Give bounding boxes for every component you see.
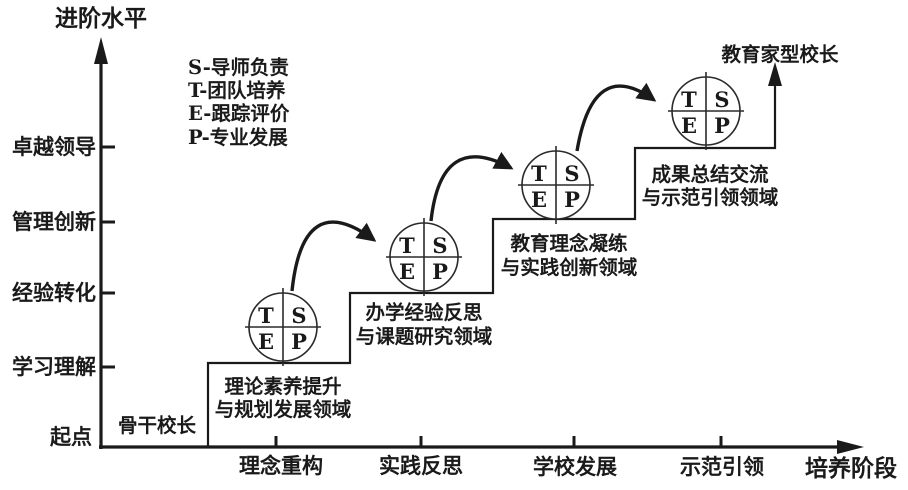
y-tick-label-experience-transformation: 经验转化 [12, 280, 96, 305]
step-label-1: 理论素养提升 与规划发展领域 [215, 375, 352, 421]
y-tick-label-start-point: 起点 [49, 424, 92, 449]
circle-letter-s: S [291, 303, 306, 328]
curved-arrow-2-icon [429, 151, 514, 222]
step-3-line-1: 教育理念凝练 [510, 232, 628, 255]
circle-letter-p: P [564, 187, 580, 212]
step-1-line-1: 理论素养提升 [224, 375, 341, 398]
y-axis [94, 37, 115, 449]
start-label-backbone-principal: 骨干校长 [118, 414, 197, 437]
circle-letter-t: T [399, 233, 415, 258]
x-axis-title: 培养阶段 [805, 455, 897, 482]
x-tick-label-demonstration-leading: 示范引领 [680, 454, 764, 479]
legend: S-导师负责 T-团队培养 E-跟踪评价 P-专业发展 [188, 56, 290, 149]
curved-arrow-1-icon [290, 220, 377, 292]
end-label-educator-principal: 教育家型校长 [721, 43, 839, 66]
step-label-2: 办学经验反思 与课题研究领域 [356, 301, 493, 348]
step-label-3: 教育理念凝练 与实践创新领域 [501, 232, 638, 279]
tsep-circle-4: T S E P [668, 72, 744, 150]
circle-letter-e: E [258, 329, 274, 354]
legend-item-t: T-团队培养 [188, 79, 286, 102]
step-4-line-2: 与示范引领领域 [642, 186, 779, 209]
circle-letter-s: S [564, 161, 579, 186]
legend-item-s: S-导师负责 [188, 56, 289, 79]
circle-letter-t: T [258, 303, 274, 328]
step-2-line-2: 与课题研究领域 [356, 325, 493, 348]
y-tick-label-excellent-leadership: 卓越领导 [12, 134, 96, 159]
tsep-circle-2: T S E P [386, 218, 462, 296]
staircase-path [206, 78, 777, 447]
x-tick-label-concept-rebuild: 理念重构 [239, 453, 323, 478]
circle-letter-e: E [531, 187, 547, 212]
x-tick-label-school-development: 学校发展 [533, 454, 617, 479]
x-axis-arrow-icon [837, 440, 864, 454]
legend-item-e: E-跟踪评价 [188, 102, 290, 125]
step-label-4: 成果总结交流 与示范引领领域 [642, 163, 779, 209]
step-1-line-2: 与规划发展领域 [215, 398, 352, 421]
step-2-line-1: 办学经验反思 [365, 301, 482, 324]
y-axis-title: 进阶水平 [55, 5, 147, 32]
x-tick-label-practice-reflection: 实践反思 [379, 453, 463, 478]
circle-letter-t: T [531, 161, 547, 186]
y-axis-arrow-icon [94, 37, 108, 64]
y-tick-label-learning-understanding: 学习理解 [12, 354, 96, 379]
circle-letter-s: S [714, 87, 729, 112]
legend-item-p: P-专业发展 [188, 126, 288, 149]
staircase-top-arrow-icon [768, 62, 782, 86]
circle-letter-s: S [432, 233, 447, 258]
tsep-circle-3: T S E P [518, 146, 594, 224]
step-4-line-1: 成果总结交流 [651, 163, 769, 186]
circle-letter-p: P [291, 329, 307, 354]
circle-letter-p: P [714, 113, 730, 138]
curved-arrow-3-icon [575, 82, 657, 152]
circle-letter-e: E [399, 259, 415, 284]
tsep-circle-1: T S E P [245, 288, 321, 366]
step-3-line-2: 与实践创新领域 [501, 256, 638, 279]
circle-letter-e: E [681, 113, 697, 138]
circle-letter-p: P [432, 259, 448, 284]
y-tick-label-management-innovation: 管理创新 [12, 209, 96, 234]
x-axis [99, 436, 864, 454]
circle-letter-t: T [681, 87, 697, 112]
